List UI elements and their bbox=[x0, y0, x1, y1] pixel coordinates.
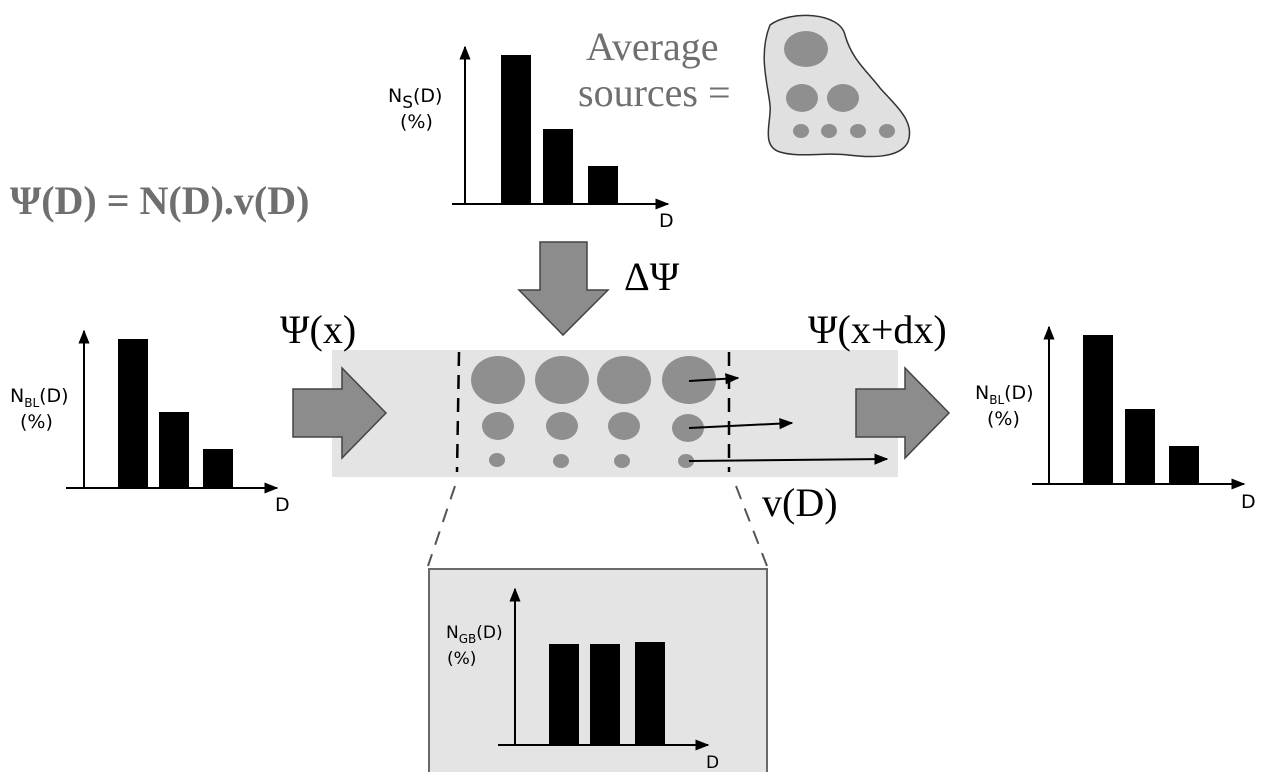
grain-small bbox=[614, 454, 630, 468]
average-label: Average bbox=[586, 24, 719, 69]
flux-in-arrow bbox=[292, 366, 388, 460]
velocity-vector-large bbox=[688, 373, 740, 385]
flux-in-label: Ψ(x) bbox=[280, 307, 356, 352]
bedload-out-bar-large bbox=[1083, 335, 1113, 484]
sources-x-label: D bbox=[659, 210, 674, 232]
bedload-in-x-label: D bbox=[275, 494, 290, 516]
flux-equation: Ψ(D) = N(D).v(D) bbox=[10, 178, 309, 223]
grain-medium bbox=[482, 412, 514, 440]
bedload-in-chart: NBL(D) (%) D bbox=[10, 329, 290, 516]
grain-small bbox=[489, 453, 505, 467]
bedload-in-bar-medium bbox=[159, 412, 189, 488]
grain-medium bbox=[672, 414, 704, 442]
velocity-vector-medium bbox=[688, 418, 794, 430]
blob-grain-medium bbox=[786, 84, 818, 112]
blob-grain-small bbox=[793, 124, 809, 138]
control-section-left bbox=[455, 351, 461, 473]
sources-bar-medium bbox=[543, 129, 573, 204]
delta-flux-label: ΔΨ bbox=[624, 254, 680, 299]
grain-bed-bar-3 bbox=[635, 642, 665, 745]
sources-bar-large bbox=[501, 55, 531, 204]
blob-grain-small bbox=[850, 124, 866, 138]
sources-y-label: NS(D) bbox=[388, 85, 442, 113]
flux-out-label: Ψ(x+dx) bbox=[808, 307, 947, 352]
velocity-vector-small bbox=[688, 453, 889, 465]
grain-small bbox=[553, 454, 569, 468]
source-input-arrow bbox=[517, 241, 610, 337]
zoom-line-left bbox=[427, 485, 456, 567]
flux-out-arrow bbox=[855, 366, 951, 460]
grain-large bbox=[535, 356, 589, 404]
bedload-out-y-unit: (%) bbox=[987, 408, 1020, 430]
bedload-out-chart: NBL(D) (%) D bbox=[975, 325, 1256, 513]
bedload-in-bar-small bbox=[203, 449, 233, 488]
grain-bed-y-unit: (%) bbox=[447, 649, 476, 669]
blob-grain-small bbox=[821, 124, 837, 138]
sources-equals-label: sources = bbox=[578, 70, 731, 115]
grain-medium bbox=[546, 412, 578, 440]
grain-bed-y-label: NGB(D) bbox=[446, 623, 503, 646]
bedload-out-x-label: D bbox=[1241, 491, 1256, 513]
velocity-label: v(D) bbox=[762, 480, 838, 525]
grain-bed-x-label: D bbox=[706, 753, 719, 772]
grain-large bbox=[471, 356, 525, 404]
bedload-in-bar-large bbox=[118, 339, 148, 488]
grain-medium bbox=[608, 412, 640, 440]
bedload-in-y-label: NBL(D) bbox=[10, 385, 69, 410]
sources-y-unit: (%) bbox=[400, 111, 433, 133]
grain-bed-bar-1 bbox=[549, 644, 579, 745]
bedload-out-bar-small bbox=[1169, 446, 1199, 484]
blob-grain-large bbox=[784, 31, 828, 67]
grain-small bbox=[678, 454, 694, 468]
grain-large bbox=[597, 356, 651, 404]
sources-blob bbox=[763, 14, 911, 158]
blob-grain-medium bbox=[827, 84, 859, 112]
grain-bed-bar-2 bbox=[590, 644, 620, 745]
sources-chart: NS(D) (%) D bbox=[388, 45, 674, 232]
bedload-in-y-unit: (%) bbox=[20, 411, 53, 433]
grain-bed-inset: NGB(D) (%) D bbox=[428, 568, 768, 772]
blob-grain-small bbox=[879, 124, 895, 138]
sources-bar-small bbox=[588, 166, 618, 204]
bedload-out-bar-medium bbox=[1125, 409, 1155, 484]
bedload-out-y-label: NBL(D) bbox=[975, 382, 1034, 407]
